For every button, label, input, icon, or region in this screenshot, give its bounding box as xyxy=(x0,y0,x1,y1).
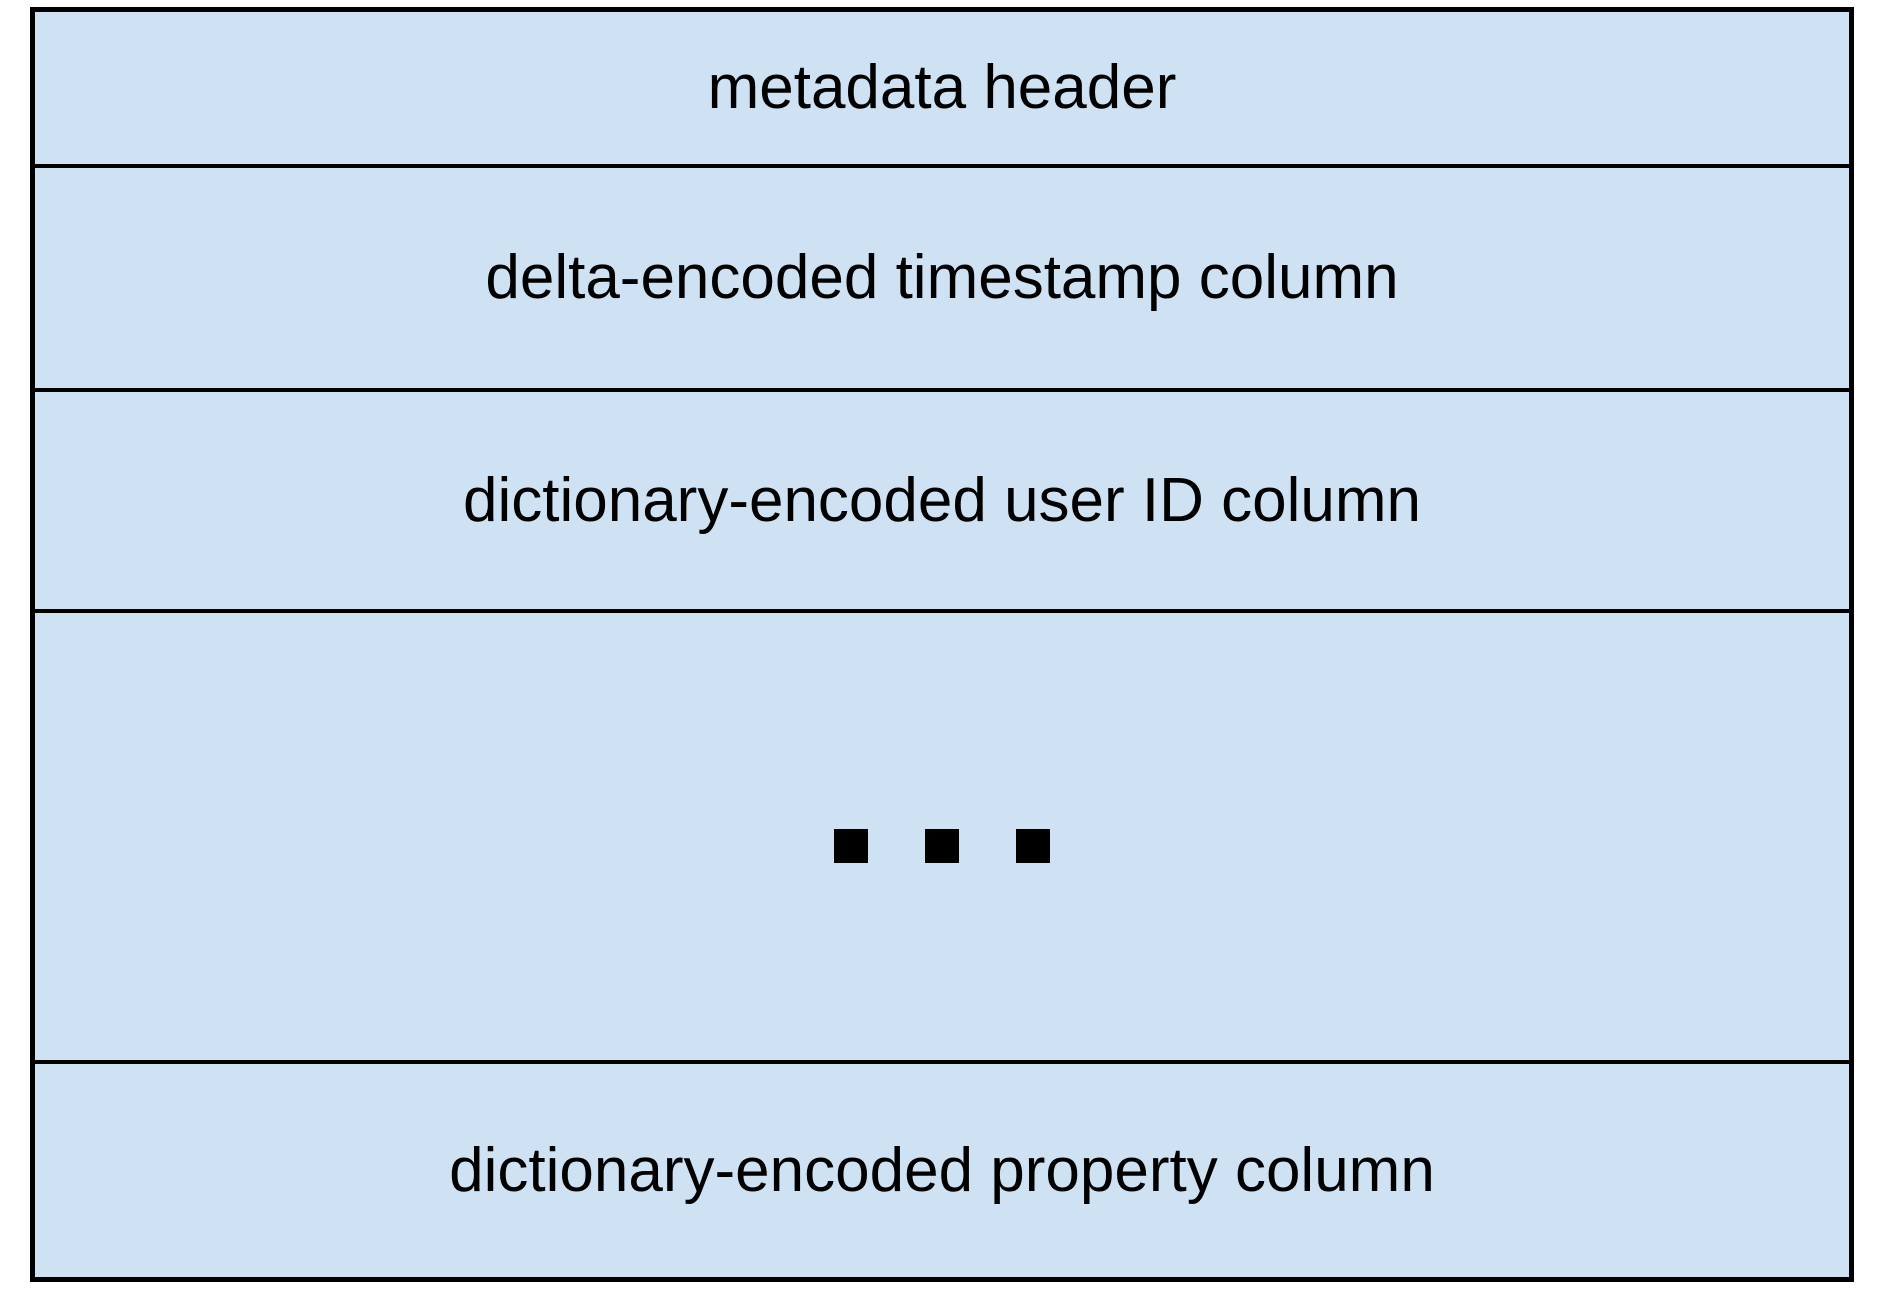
row-ellipsis xyxy=(35,609,1849,1060)
timestamp-column-label: delta-encoded timestamp column xyxy=(485,243,1399,312)
row-metadata-header: metadata header xyxy=(35,12,1849,164)
property-column-label: dictionary-encoded property column xyxy=(449,1135,1435,1205)
row-timestamp-column: delta-encoded timestamp column xyxy=(35,164,1849,388)
ellipsis-square-icon xyxy=(1016,828,1050,863)
ellipsis-square-icon xyxy=(834,828,868,863)
metadata-header-label: metadata header xyxy=(707,53,1177,122)
file-layout-diagram: metadata header delta-encoded timestamp … xyxy=(30,7,1854,1282)
ellipsis-icon xyxy=(834,828,1050,863)
row-user-id-column: dictionary-encoded user ID column xyxy=(35,388,1849,609)
user-id-column-label: dictionary-encoded user ID column xyxy=(462,465,1422,535)
row-property-column: dictionary-encoded property column xyxy=(35,1060,1849,1277)
ellipsis-square-icon xyxy=(925,828,959,863)
